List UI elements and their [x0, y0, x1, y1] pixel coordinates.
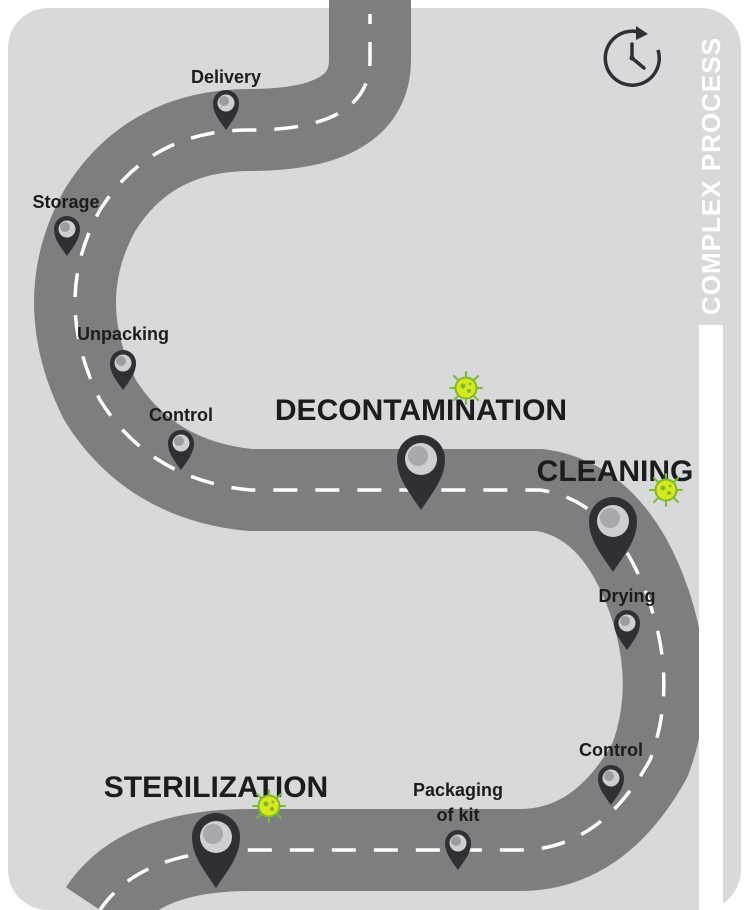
- step-label-drying: Drying: [598, 586, 655, 606]
- step-label-sterilization: STERILIZATION: [104, 771, 328, 804]
- germ-icon: [252, 789, 286, 823]
- side-bar: [699, 325, 723, 910]
- step-label-unpacking: Unpacking: [77, 324, 169, 344]
- process-road: [34, 8, 705, 910]
- step-label-control-2: Control: [579, 740, 643, 760]
- step-label-delivery: Delivery: [191, 67, 261, 87]
- germ-icon: [449, 371, 483, 405]
- clock-icon: [603, 26, 662, 87]
- road-top-exit: [329, 0, 411, 14]
- germ-icon: [649, 473, 683, 507]
- step-label-storage: Storage: [32, 192, 99, 212]
- step-label-decontamination: DECONTAMINATION: [275, 394, 567, 427]
- step-label-packaging-line1: Packaging: [413, 780, 503, 800]
- step-label-packaging-line2: of kit: [437, 805, 480, 825]
- side-title: COMPLEX PROCESS: [696, 37, 726, 315]
- step-label-control-1: Control: [149, 405, 213, 425]
